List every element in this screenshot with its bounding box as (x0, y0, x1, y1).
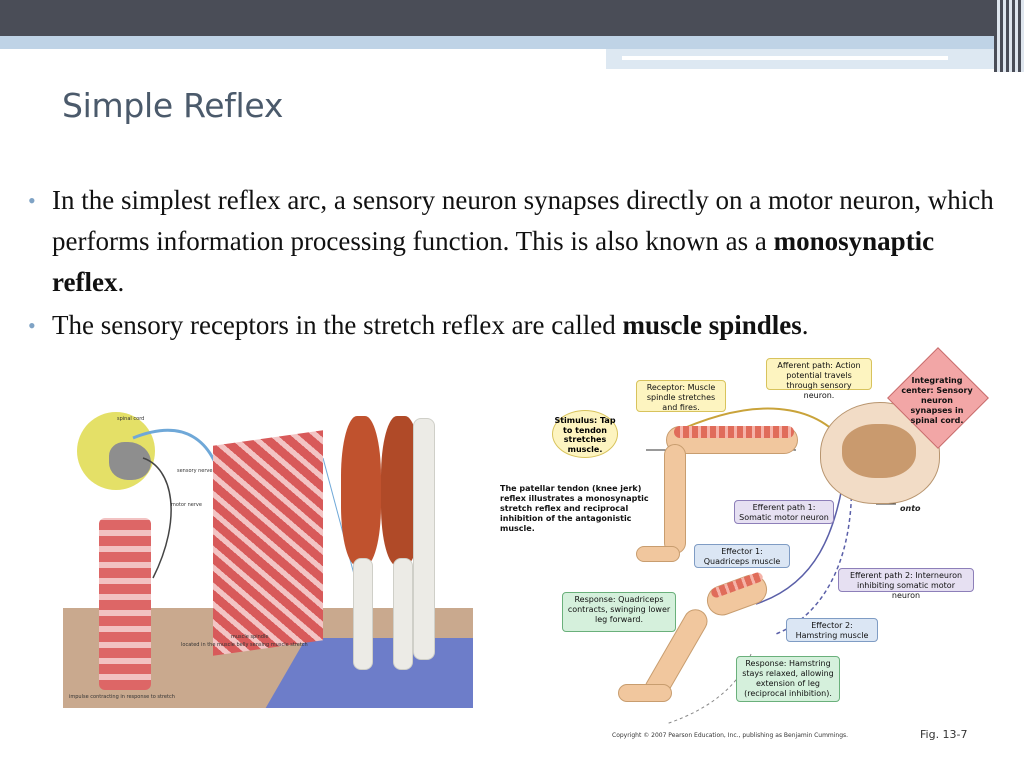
slide-title: Simple Reflex (62, 86, 284, 125)
bullet-text-end: . (801, 310, 809, 340)
foot-top (636, 546, 680, 562)
bullet-text: The sensory receptors in the stretch ref… (52, 310, 623, 340)
label-impulse: impulse contracting in response to stret… (69, 694, 175, 700)
label-spindle-location: located in the muscle belly sensing musc… (181, 642, 308, 648)
efferent-path-1-label: Efferent path 1: Somatic motor neuron (734, 500, 834, 524)
header-band-line (622, 56, 948, 60)
lower-leg-top (664, 444, 686, 554)
label-spinal-cord: spinal cord (117, 416, 145, 422)
muscle-fiber-column (99, 518, 151, 690)
bullet-item: The sensory receptors in the stretch ref… (28, 305, 1013, 346)
label-muscle-spindle: muscle spindle (231, 634, 269, 640)
figure-number: Fig. 13-7 (920, 728, 968, 741)
receptor-label: Receptor: Muscle spindle stretches and f… (636, 380, 726, 412)
efferent-path-2-label: Efferent path 2: Interneuron inhibiting … (838, 568, 974, 600)
afferent-path-label: Afferent path: Action potential travels … (766, 358, 872, 400)
label-sensory-nerve: sensory nerve (177, 468, 213, 474)
shin-bone-right (393, 558, 413, 670)
response-2-label: Response: Hamstring stays relaxed, allow… (736, 656, 840, 702)
quadriceps-top (674, 426, 794, 438)
bullet-item: In the simplest reflex arc, a sensory ne… (28, 180, 1013, 303)
figure-caption: The patellar tendon (knee jerk) reflex i… (500, 484, 649, 533)
header-bar (0, 0, 1024, 36)
bullet-list: In the simplest reflex arc, a sensory ne… (28, 180, 1013, 348)
muscle-fiber-sheet (213, 430, 323, 656)
stimulus-label: Stimulus: Tap to tendon stretches muscle… (552, 410, 618, 458)
foot-bottom (618, 684, 672, 702)
spinal-grey-matter (842, 424, 916, 478)
header-band (0, 36, 1024, 49)
response-1-label: Response: Quadriceps contracts, swinging… (562, 592, 676, 632)
bullet-bold-term: muscle spindles (622, 310, 802, 340)
bullet-text: In the simplest reflex arc, a sensory ne… (52, 185, 994, 256)
muscle-spindle-illustration: spinal cord sensory nerve motor nerve mu… (63, 398, 473, 708)
copyright-text: Copyright © 2007 Pearson Education, Inc.… (612, 732, 849, 739)
effector-1-label: Effector 1: Quadriceps muscle (694, 544, 790, 568)
spinal-cord-section (77, 412, 155, 490)
label-motor-nerve: motor nerve (171, 502, 202, 508)
shin-bone-left (353, 558, 373, 670)
grey-matter (109, 442, 151, 480)
bullet-text-end: . (117, 267, 125, 297)
thigh-muscle-left (341, 416, 381, 566)
effector-2-label: Effector 2: Hamstring muscle (786, 618, 878, 642)
patellar-reflex-diagram: Afferent path: Action potential travels … (496, 347, 1016, 749)
corner-stripes (994, 0, 1024, 72)
onto-label: onto (900, 504, 921, 513)
integrating-center-label: Integrating center: Sensory neuron synap… (901, 376, 973, 425)
bullet-bold-term: monosynaptic reflex (52, 226, 935, 297)
skeleton-spine (413, 418, 435, 660)
